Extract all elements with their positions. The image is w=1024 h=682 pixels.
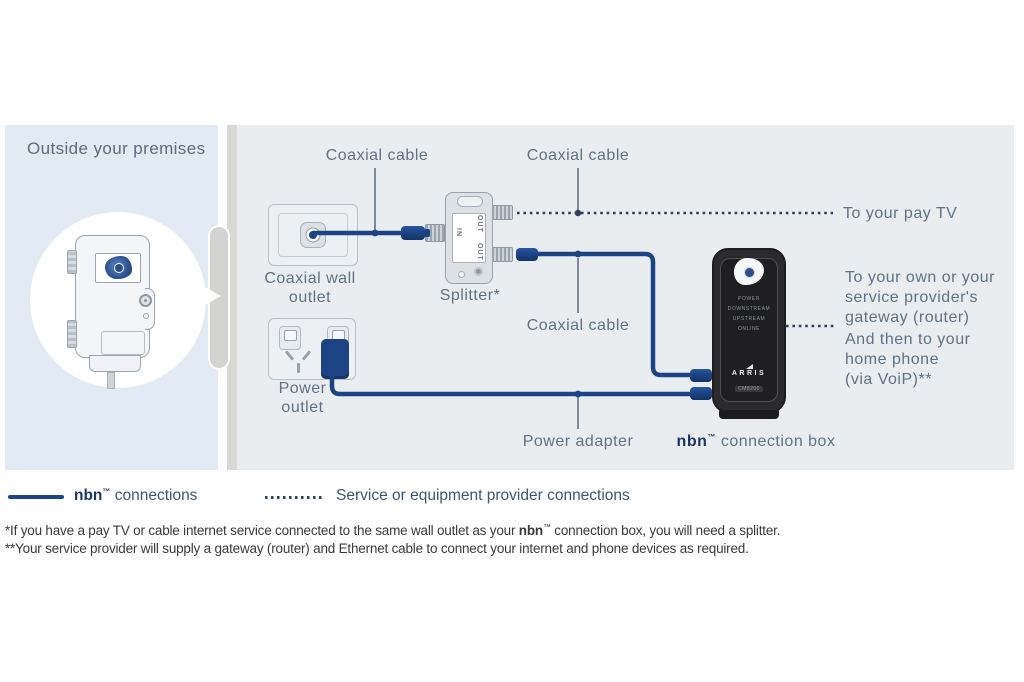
- legend: nbn™ connections Service or equipment pr…: [0, 484, 1024, 510]
- led-label-upstream: UPSTREAM: [732, 316, 766, 322]
- legend-nbn-rest: connections: [110, 487, 198, 504]
- led-label-power: POWER: [738, 296, 760, 302]
- coax-wall-outlet-label-line1: Coaxial wall: [264, 270, 356, 287]
- splitter-screw-icon: [474, 267, 483, 276]
- led-label-online: ONLINE: [737, 326, 761, 332]
- power-outlet-label-line2: outlet: [281, 399, 324, 416]
- gateway-line: And then to your: [845, 331, 971, 348]
- pcd-hinge-icon: [67, 320, 77, 348]
- coax-socket-icon: [300, 222, 326, 248]
- nbn-australia-logo-icon: [105, 256, 132, 279]
- pcd-lower-panel: [101, 331, 145, 355]
- coax-socket-pin: [309, 231, 317, 239]
- modem-branding: ARRIS CM8200: [714, 364, 784, 395]
- modem-model-number: CM8200: [735, 386, 763, 392]
- trademark-symbol: ™: [707, 432, 716, 442]
- gateway-line: (via VoiP)**: [845, 371, 932, 388]
- pcd-hinge-icon: [67, 250, 77, 274]
- outlet-pin-slot: [297, 363, 300, 373]
- outlet-pin-slot: [284, 350, 295, 361]
- splitter-device: OUT IN OUT: [445, 192, 493, 284]
- trademark-symbol: ™: [102, 486, 111, 496]
- pcd-base: [89, 355, 141, 372]
- power-outlet-label: Power outlet: [245, 379, 360, 417]
- coax-cable-label-2: Coaxial cable: [526, 147, 630, 164]
- premises-connection-device: [67, 235, 155, 389]
- diagram-panel: Outside your premises: [5, 125, 1014, 470]
- power-outlet-label-line1: Power: [278, 380, 327, 397]
- splitter-label: Splitter*: [439, 287, 501, 304]
- modem-brand-name: ARRIS: [731, 370, 767, 377]
- led-label-downstream: DOWNSTREAM: [727, 306, 771, 312]
- gateway-line: gateway (router): [845, 309, 970, 326]
- wall: [227, 125, 237, 470]
- speech-bubble-pointer: [201, 285, 221, 307]
- nbn-brand-text: nbn: [518, 523, 543, 538]
- pcd-screw-icon: [143, 313, 149, 319]
- footnote-1-post: connection box, you will need a splitter…: [550, 523, 781, 538]
- junction-dot: [371, 229, 379, 237]
- splitter-in-label: IN: [455, 228, 462, 237]
- outlet-switch-icon: [279, 326, 301, 350]
- power-adapter-plug: [321, 339, 349, 379]
- splitter-out-label: OUT: [476, 243, 483, 261]
- power-outlet: [268, 318, 356, 380]
- coax-cable-2-line: [538, 251, 692, 378]
- f-connector-icon: [516, 248, 538, 261]
- coax-cable-label-1: Coaxial cable: [325, 147, 429, 164]
- legend-nbn-connections: nbn™ connections: [74, 487, 197, 505]
- pcd-latch-icon: [139, 294, 152, 307]
- gateway-line: To your own or your: [845, 269, 996, 286]
- nbn-logo-plate: [95, 253, 141, 283]
- gateway-text-block: To your own or your service provider's g…: [845, 268, 1023, 390]
- nbn-brand-text: nbn: [676, 433, 708, 450]
- outside-premises-label: Outside your premises: [27, 139, 206, 158]
- nbn-brand-text: nbn: [74, 487, 103, 504]
- junction-dot: [574, 390, 582, 398]
- f-connector-icon: [690, 369, 712, 382]
- splitter-mount-hole: [457, 196, 483, 207]
- pay-tv-label: To your pay TV: [843, 205, 958, 222]
- nbn-connection-box-device: POWER DOWNSTREAM UPSTREAM ONLINE ARRIS C…: [712, 248, 786, 419]
- modem-led-labels: POWER DOWNSTREAM UPSTREAM ONLINE: [714, 294, 784, 334]
- provider-connection-line-swatch: [265, 496, 325, 499]
- nbn-box-label-rest: connection box: [715, 433, 836, 450]
- gateway-line: home phone: [845, 351, 939, 368]
- power-cable-line: [329, 373, 692, 397]
- splitter-label-panel: OUT IN OUT: [452, 213, 486, 263]
- f-connector-icon: [690, 387, 712, 400]
- outlet-pin-slot: [301, 350, 312, 361]
- splitter-out-port-bottom: [491, 247, 513, 262]
- splitter-out-port-top: [491, 205, 513, 220]
- legend-provider-connections: Service or equipment provider connection…: [336, 487, 630, 504]
- nbn-connection-box-label: nbn™ connection box: [661, 432, 851, 451]
- coax-wall-outlet-label: Coaxial wall outlet: [250, 269, 370, 307]
- f-connector-icon: [401, 226, 430, 240]
- pcd-cable-stub: [107, 372, 115, 389]
- splitter-out-label: OUT: [476, 215, 483, 233]
- footnote-1-pre: *If you have a pay TV or cable internet …: [5, 523, 519, 538]
- coaxial-wall-outlet: [268, 204, 358, 266]
- nbn-connection-line-swatch: [8, 495, 64, 499]
- arris-chevron-icon: [745, 364, 753, 369]
- splitter-screw-icon: [458, 271, 465, 278]
- trademark-symbol: ™: [542, 522, 551, 532]
- power-adapter-label: Power adapter: [522, 433, 634, 450]
- junction-dot: [574, 250, 582, 258]
- coax-wall-outlet-label-line2: outlet: [288, 289, 332, 306]
- gateway-line: service provider's: [845, 289, 978, 306]
- junction-dot: [574, 209, 582, 217]
- footnote-splitter: *If you have a pay TV or cable internet …: [5, 523, 780, 538]
- footnote-gateway: **Your service provider will supply a ga…: [5, 541, 749, 556]
- coax-cable-label-3: Coaxial cable: [526, 317, 630, 334]
